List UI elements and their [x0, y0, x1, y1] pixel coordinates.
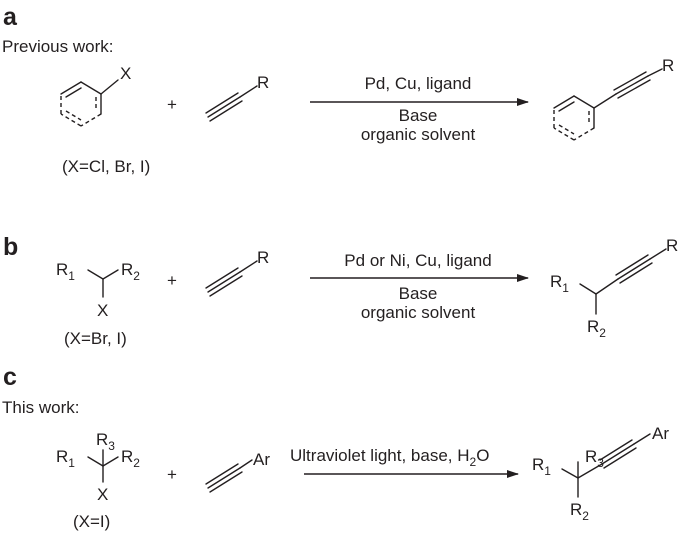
alkyl-alkyne-product: [579, 248, 667, 315]
alkyne-ar: Ar: [253, 450, 270, 469]
product-r2: R2: [587, 317, 606, 340]
panel-c-letter: c: [3, 363, 17, 391]
conditions-bottom: Base: [399, 284, 438, 303]
substituent-r1: R1: [56, 447, 75, 470]
substituent-r2: R2: [121, 260, 140, 283]
substituent-r1: R1: [56, 260, 75, 283]
conditions-bottom: organic solvent: [361, 125, 476, 144]
ring-double-bond: [65, 87, 82, 98]
panel-a-letter: a: [3, 3, 18, 31]
product-r2: R2: [570, 500, 589, 523]
substituent-x: X: [97, 485, 108, 504]
ring-inner-dashed: [65, 110, 82, 121]
panel-c-note: (X=I): [73, 512, 110, 531]
c-x-bond: [100, 79, 119, 95]
alkyl-halide: [87, 269, 119, 298]
tertiary-alkyl-iodide: [87, 449, 119, 483]
substituent-x: X: [97, 301, 108, 320]
panel-b: b R1 R2 X (X=Br, I) + R Pd or Ni, Cu, li…: [3, 233, 678, 348]
panel-b-letter: b: [3, 233, 18, 261]
substituent-x: X: [120, 64, 131, 83]
ring-bond: [80, 81, 102, 95]
product-r3: R3: [585, 447, 604, 470]
panel-a-caption: Previous work:: [2, 37, 113, 56]
panel-c: c This work: R1 R3 R2 X (X=I) + Ar Ultra…: [2, 363, 669, 531]
conditions-bottom: Base: [399, 106, 438, 125]
terminal-alkyne: [205, 85, 258, 122]
plus-sign: +: [167, 465, 177, 484]
ring-bond-dashed: [60, 113, 82, 127]
product-r: R: [662, 56, 674, 75]
panel-b-note: (X=Br, I): [64, 329, 127, 348]
conditions-top: Pd or Ni, Cu, ligand: [344, 251, 491, 270]
plus-sign: +: [167, 271, 177, 290]
product-r1: R1: [550, 272, 569, 295]
product-ar: Ar: [652, 424, 669, 443]
conditions-bottom: organic solvent: [361, 303, 476, 322]
ring-bond-dashed: [80, 113, 102, 127]
substituent-r3: R3: [96, 430, 115, 453]
panel-c-caption: This work:: [2, 398, 79, 417]
panel-a: a Previous work: X (X=Cl, Br, I) + R: [2, 3, 674, 176]
conditions-top: Ultraviolet light, base, H2O: [290, 446, 489, 469]
product-r1: R1: [532, 455, 551, 478]
panel-a-note: (X=Cl, Br, I): [62, 157, 150, 176]
alkyne-r: R: [257, 248, 269, 267]
terminal-alkyne: [205, 260, 258, 297]
arylalkyne-product: [553, 68, 663, 141]
quaternary-alkyne-product: [561, 433, 651, 498]
alkyne-r: R: [257, 73, 269, 92]
aryl-halide-ring: [60, 79, 119, 127]
ring-bond: [60, 81, 82, 95]
conditions-top: Pd, Cu, ligand: [365, 74, 472, 93]
substituent-r2: R2: [121, 447, 140, 470]
product-r: R: [666, 236, 678, 255]
plus-sign: +: [167, 95, 177, 114]
aryl-alkyne: [205, 459, 253, 493]
